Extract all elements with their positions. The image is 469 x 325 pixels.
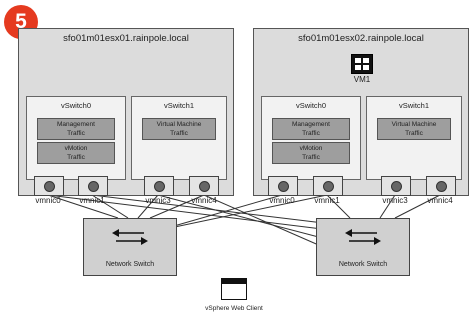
link-h1-vmnic1-sw1 <box>91 194 129 219</box>
host-2-vmnic0-port <box>268 176 298 196</box>
host-2-title: sfo01m01esx02.rainpole.local <box>298 33 424 44</box>
host-2-vmnic3-label: vmnic3 <box>382 196 408 205</box>
portgroup-line: Traffic <box>405 130 423 137</box>
host-1-vmnic1-label: vmnic1 <box>79 196 105 205</box>
portgroup-line: vMotion <box>64 145 88 152</box>
portgroup-line: Traffic <box>302 130 320 137</box>
portgroup-line: Virtual Machine <box>156 121 202 128</box>
browser-window-icon <box>221 278 247 300</box>
vsphere-web-client-label: vSphere Web Client <box>205 305 263 312</box>
windows-pane <box>363 65 369 70</box>
portgroup-vm-traffic: Virtual Machine Traffic <box>142 118 216 140</box>
vswitch-label: vSwitch0 <box>60 101 91 110</box>
portgroup-vmotion: vMotion Traffic <box>37 142 115 164</box>
host-1-vswitch0: vSwitch0 Management Traffic vMotion Traf… <box>26 96 126 180</box>
browser-titlebar <box>222 279 246 284</box>
vswitch-label: vSwitch1 <box>398 101 429 110</box>
network-switch-2: Network Switch <box>316 218 410 276</box>
nic-port-icon <box>435 180 447 192</box>
network-switch-1: Network Switch <box>83 218 177 276</box>
link-h1-vmnic3-sw1 <box>137 194 159 219</box>
nic-port-icon <box>153 180 165 192</box>
link-h1-vmnic4-sw1 <box>149 194 205 219</box>
nic-port-icon <box>390 180 402 192</box>
portgroup-vm-traffic: Virtual Machine Traffic <box>377 118 451 140</box>
host-1-title: sfo01m01esx01.rainpole.local <box>63 33 189 44</box>
portgroup-management: Management Traffic <box>272 118 350 140</box>
host-2-vmnic3-port <box>381 176 411 196</box>
portgroup-line: Virtual Machine <box>391 121 437 128</box>
vswitch-label: vSwitch0 <box>295 101 326 110</box>
network-switch-label: Network Switch <box>338 261 388 268</box>
link-h2-vmnic1-sw1 <box>169 194 328 229</box>
nic-port-icon <box>277 180 289 192</box>
link-h1-vmnic3-sw2 <box>157 194 331 241</box>
host-2-vmnic0-label: vmnic0 <box>269 196 295 205</box>
nic-port-icon <box>198 180 210 192</box>
windows-logo-icon <box>351 54 373 74</box>
portgroup-management: Management Traffic <box>37 118 115 140</box>
host-2-vswitch1: vSwitch1 Virtual Machine Traffic <box>366 96 462 180</box>
portgroup-line: vMotion <box>299 145 323 152</box>
link-h2-vmnic1-sw2 <box>326 194 351 219</box>
vm-label: VM1 <box>353 75 371 84</box>
network-switch-label: Network Switch <box>105 261 155 268</box>
link-h2-vmnic0-sw1 <box>159 194 283 231</box>
portgroup-line: Traffic <box>302 154 320 161</box>
host-2-vmnic4-label: vmnic4 <box>427 196 453 205</box>
host-1-vmnic1-port <box>78 176 108 196</box>
host-1: sfo01m01esx01.rainpole.local vSwitch0 Ma… <box>18 28 234 196</box>
host-1-vmnic0-label: vmnic0 <box>35 196 61 205</box>
host-2-vmnic1-port <box>313 176 343 196</box>
windows-pane <box>355 65 361 70</box>
windows-pane <box>363 58 369 63</box>
bidirectional-arrows-icon <box>345 229 381 245</box>
host-2: sfo01m01esx02.rainpole.local VM1 vSwitch… <box>253 28 469 196</box>
host-2-vmnic1-label: vmnic1 <box>314 196 340 205</box>
windows-pane <box>355 58 361 63</box>
host-2-vswitch0: vSwitch0 Management Traffic vMotion Traf… <box>261 96 361 180</box>
link-h1-vmnic0-sw1 <box>47 194 119 219</box>
nic-port-icon <box>322 180 334 192</box>
nic-port-icon <box>43 180 55 192</box>
link-h1-vmnic0-sw2 <box>47 194 331 231</box>
host-1-vmnic4-port <box>189 176 219 196</box>
host-1-vmnic4-label: vmnic4 <box>191 196 217 205</box>
host-1-vmnic3-label: vmnic3 <box>145 196 171 205</box>
vswitch-label: vSwitch1 <box>163 101 194 110</box>
link-h2-vmnic4-sw2 <box>394 194 441 219</box>
link-h2-vmnic3-sw2 <box>379 194 396 219</box>
host-1-vmnic3-port <box>144 176 174 196</box>
portgroup-line: Management <box>292 121 330 128</box>
portgroup-line: Traffic <box>67 130 85 137</box>
host-1-vswitch1: vSwitch1 Virtual Machine Traffic <box>131 96 227 180</box>
portgroup-line: Management <box>57 121 95 128</box>
host-1-vmnic0-port <box>34 176 64 196</box>
nic-port-icon <box>87 180 99 192</box>
portgroup-line: Traffic <box>170 130 188 137</box>
link-h1-vmnic4-sw2 <box>203 194 331 251</box>
portgroup-line: Traffic <box>67 154 85 161</box>
host-2-vmnic4-port <box>426 176 456 196</box>
bidirectional-arrows-icon <box>112 229 148 245</box>
portgroup-vmotion: vMotion Traffic <box>272 142 350 164</box>
